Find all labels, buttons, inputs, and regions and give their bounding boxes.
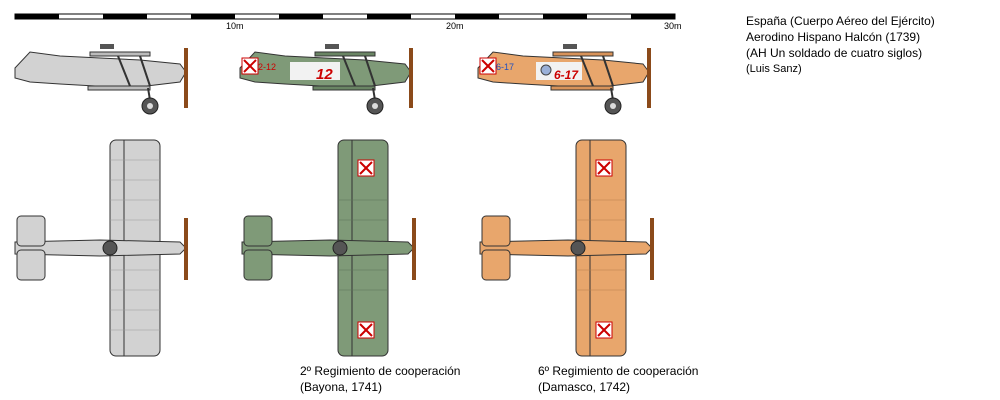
tan-side-view [477,44,651,115]
caption-country: España (Cuerpo Aéreo del Ejército) [746,14,935,28]
scale-label-10m: 10m [226,21,244,31]
tan-side-small-marking: 6-17 [496,62,514,72]
tan-top-view [479,139,654,357]
tan-side-big-marking: 6-17 [554,68,579,82]
tan-unit-label: 6º Regimiento de cooperación [538,364,699,378]
scale-label-20m: 20m [446,21,464,31]
silver-top-view [14,139,188,357]
scale-label-30m: 30m [664,21,682,31]
green-side-big-marking: 12 [316,66,333,83]
green-unit-sub: (Bayona, 1741) [300,380,383,394]
silver-side-view [14,44,188,115]
tan-unit-sub: (Damasco, 1742) [538,380,631,394]
green-top-view [241,139,416,357]
caption-source: (AH Un soldado de cuatro siglos) [746,46,923,60]
caption-author: (Luis Sanz) [746,63,802,75]
caption-aircraft-name: Aerodino Hispano Halcón (1739) [746,30,921,44]
scale-bar [14,13,676,20]
green-side-small-marking: 2-12 [258,62,276,72]
green-unit-label: 2º Regimiento de cooperación [300,364,461,378]
green-side-view [239,44,413,115]
